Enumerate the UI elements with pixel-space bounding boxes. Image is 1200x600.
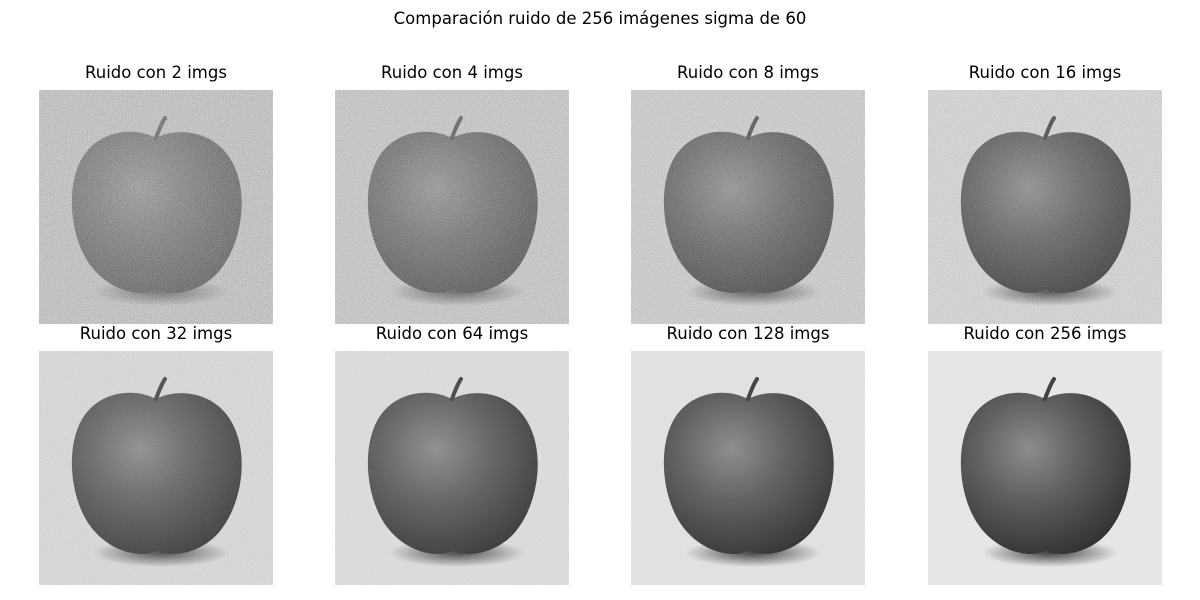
panel-16-imgs: Ruido con 16 imgs	[928, 63, 1162, 324]
panel-256-imgs: Ruido con 256 imgs	[928, 324, 1162, 585]
noisy-apple-image	[335, 90, 569, 324]
noisy-apple-image	[335, 351, 569, 585]
panel-title: Ruido con 32 imgs	[79, 324, 233, 343]
panel-title: Ruido con 256 imgs	[963, 324, 1127, 343]
panel-4-imgs: Ruido con 4 imgs	[335, 63, 569, 324]
noisy-apple-image	[928, 351, 1162, 585]
noisy-apple-image	[39, 90, 273, 324]
panel-title: Ruido con 8 imgs	[677, 63, 819, 82]
panel-title: Ruido con 4 imgs	[381, 63, 523, 82]
panel-title: Ruido con 16 imgs	[968, 63, 1122, 82]
panel-128-imgs: Ruido con 128 imgs	[631, 324, 865, 585]
figure-title: Comparación ruido de 256 imágenes sigma …	[393, 9, 807, 28]
noisy-apple-image	[39, 351, 273, 585]
panel-32-imgs: Ruido con 32 imgs	[39, 324, 273, 585]
panel-2-imgs: Ruido con 2 imgs	[39, 63, 273, 324]
panel-title: Ruido con 64 imgs	[375, 324, 529, 343]
noisy-apple-image	[631, 351, 865, 585]
panel-64-imgs: Ruido con 64 imgs	[335, 324, 569, 585]
panel-title: Ruido con 2 imgs	[85, 63, 227, 82]
noisy-apple-image	[928, 90, 1162, 324]
noisy-apple-image	[631, 90, 865, 324]
panel-title: Ruido con 128 imgs	[666, 324, 830, 343]
panel-8-imgs: Ruido con 8 imgs	[631, 63, 865, 324]
